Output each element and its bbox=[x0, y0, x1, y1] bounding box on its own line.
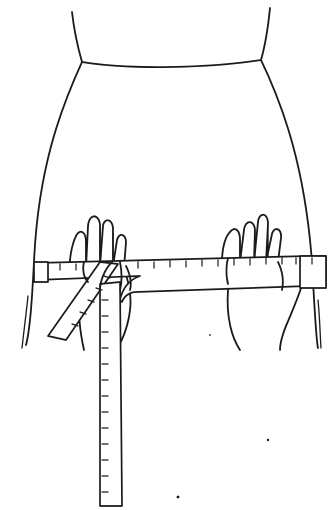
measuring-tape-icon bbox=[34, 256, 326, 506]
torso-outline-icon bbox=[22, 8, 321, 498]
